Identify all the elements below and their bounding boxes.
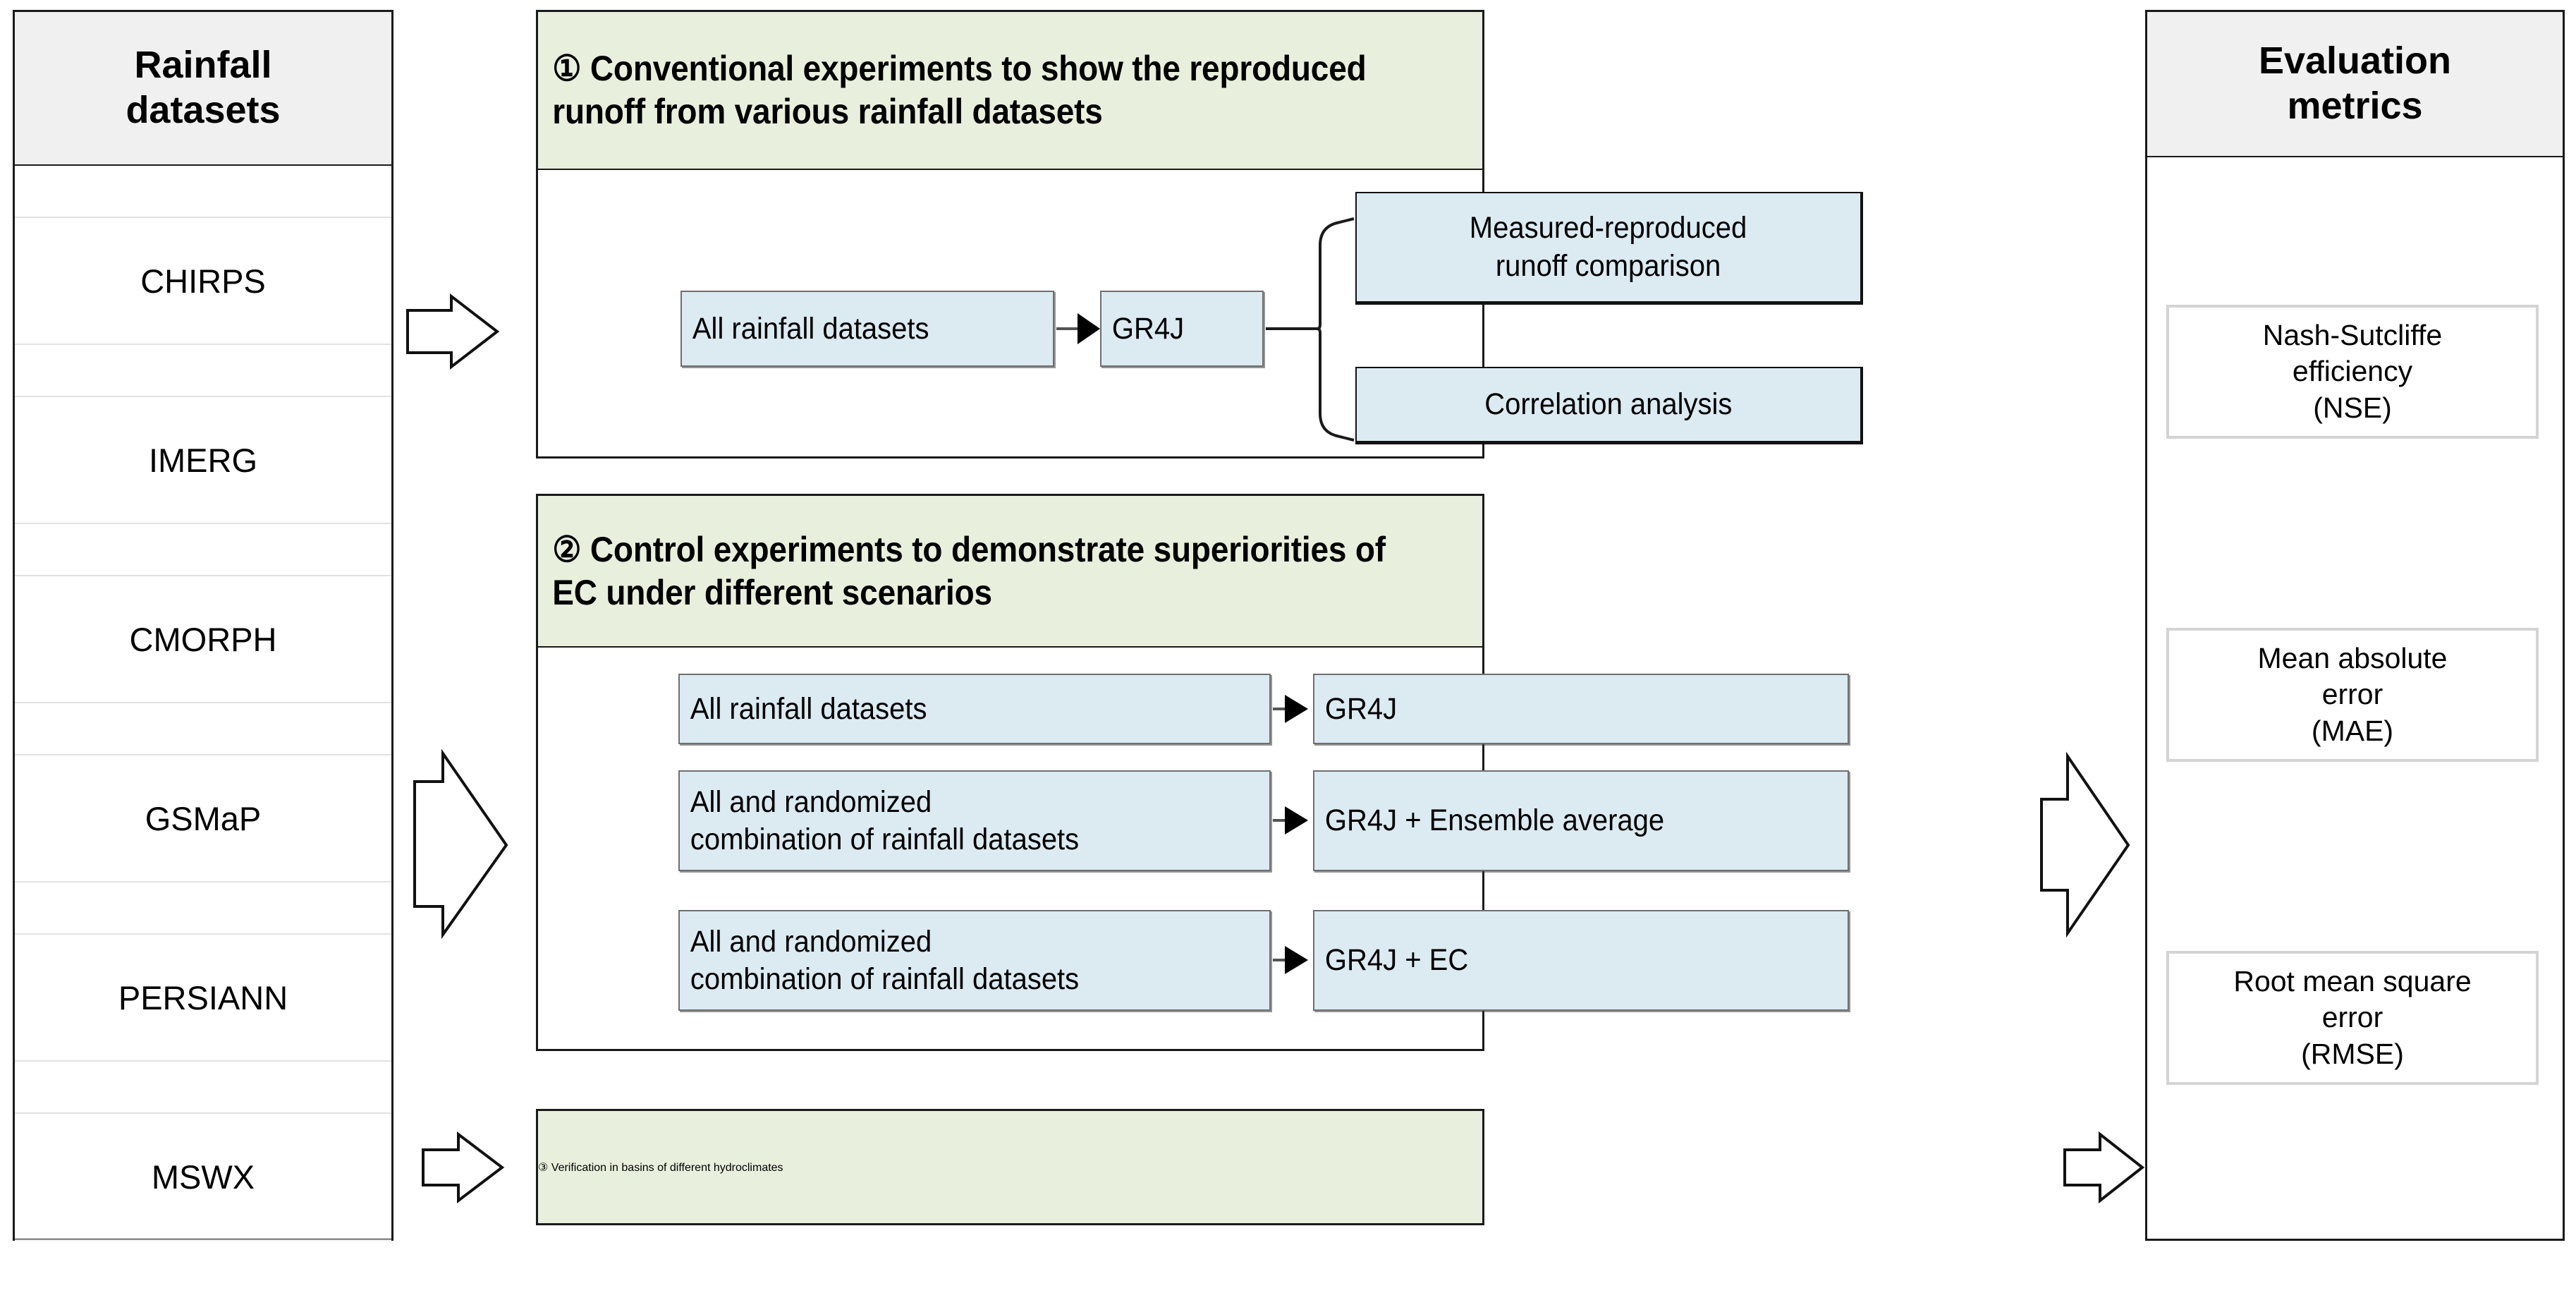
dataset-label: PERSIANN — [118, 978, 288, 1016]
rainfall-datasets-list: CHIRPS IMERG CMORPH GSMaP PERSIANN MSWX — [15, 166, 391, 1241]
dataset-label: IMERG — [148, 441, 258, 479]
section-1-outcome-label: Measured-reproduced runoff comparison — [1470, 211, 1747, 283]
rainfall-datasets-panel: Rainfall datasets CHIRPS IMERG CMORPH GS… — [13, 10, 393, 1241]
section-2-row-3-model-box[interactable]: GR4J + EC — [1313, 910, 1849, 1011]
metric-box-nse[interactable]: Nash-Sutcliffe efficiency (NSE) — [2166, 305, 2539, 439]
metric-label: Mean absolute error (MAE) — [2257, 641, 2448, 747]
model-label: GR4J + Ensemble average — [1324, 803, 1665, 838]
list-spacer — [15, 1062, 391, 1114]
section-1-container: ① Conventional experiments to show the r… — [536, 10, 1484, 459]
dataset-label: CHIRPS — [140, 262, 266, 300]
input-label: All rainfall datasets — [690, 691, 927, 726]
section-1-title: ① Conventional experiments to show the r… — [552, 49, 1367, 131]
section-1-model-label: GR4J — [1111, 311, 1185, 346]
list-spacer — [15, 1241, 391, 1293]
block-arrow-right-icon — [2040, 751, 2130, 938]
list-spacer — [15, 703, 391, 755]
block-arrow-right-icon — [422, 1131, 505, 1204]
section-2-row-2-input-box[interactable]: All and randomized combination of rainfa… — [678, 770, 1271, 871]
list-item-mswx[interactable]: MSWX — [15, 1114, 391, 1241]
list-item-gsmap[interactable]: GSMaP — [15, 755, 391, 882]
metric-box-rmse[interactable]: Root mean square error (RMSE) — [2166, 951, 2539, 1085]
section-1-outcome-box-2[interactable]: Correlation analysis — [1355, 367, 1863, 444]
list-item-chirps[interactable]: CHIRPS — [15, 218, 391, 345]
section-3-header: ③ Verification in basins of different hy… — [538, 1111, 1482, 1223]
dataset-label: GSMaP — [145, 799, 262, 837]
input-label: All and randomized combination of rainfa… — [690, 785, 1080, 856]
section-3-container: ③ Verification in basins of different hy… — [536, 1109, 1484, 1225]
list-spacer — [15, 345, 391, 397]
section-1-outcome-box-1[interactable]: Measured-reproduced runoff comparison — [1355, 192, 1863, 305]
section-2-row-1-model-box[interactable]: GR4J — [1313, 674, 1849, 744]
block-arrow-right-icon — [406, 293, 500, 370]
evaluation-metrics-title: Evaluation metrics — [2258, 40, 2452, 127]
model-label: GR4J — [1324, 691, 1398, 726]
evaluation-metrics-header: Evaluation metrics — [2147, 12, 2563, 157]
model-label: GR4J + EC — [1324, 943, 1469, 978]
section-2-row-3-input-box[interactable]: All and randomized combination of rainfa… — [678, 910, 1271, 1011]
rainfall-datasets-title: Rainfall datasets — [126, 44, 281, 131]
dataset-label: MSWX — [151, 1158, 255, 1196]
list-spacer — [15, 524, 391, 576]
input-label: All and randomized combination of rainfa… — [690, 925, 1080, 996]
section-1-input-label: All rainfall datasets — [692, 311, 929, 346]
list-item-cmorph[interactable]: CMORPH — [15, 576, 391, 703]
dataset-label: CMORPH — [129, 620, 277, 658]
section-1-header: ① Conventional experiments to show the r… — [538, 12, 1482, 170]
list-spacer — [15, 882, 391, 935]
section-1-input-box[interactable]: All rainfall datasets — [680, 291, 1054, 367]
block-arrow-right-icon — [413, 748, 508, 940]
list-spacer — [15, 166, 391, 218]
block-arrow-right-icon — [2063, 1131, 2145, 1204]
section-2-row-2-model-box[interactable]: GR4J + Ensemble average — [1313, 770, 1849, 871]
section-2-row-1-input-box[interactable]: All rainfall datasets — [678, 674, 1271, 744]
metric-label: Nash-Sutcliffe efficiency (NSE) — [2262, 318, 2443, 424]
section-3-title: ③ Verification in basins of different hy… — [538, 1161, 783, 1174]
section-1-model-box[interactable]: GR4J — [1100, 291, 1264, 367]
metric-label: Root mean square error (RMSE) — [2233, 964, 2472, 1070]
section-2-title: ② Control experiments to demonstrate sup… — [552, 529, 1386, 612]
metric-box-mae[interactable]: Mean absolute error (MAE) — [2166, 628, 2539, 762]
rainfall-datasets-header: Rainfall datasets — [15, 12, 391, 166]
list-item-persiann[interactable]: PERSIANN — [15, 935, 391, 1062]
section-2-header: ② Control experiments to demonstrate sup… — [538, 496, 1482, 648]
list-item-imerg[interactable]: IMERG — [15, 397, 391, 524]
section-1-outcome-label: Correlation analysis — [1484, 387, 1733, 421]
